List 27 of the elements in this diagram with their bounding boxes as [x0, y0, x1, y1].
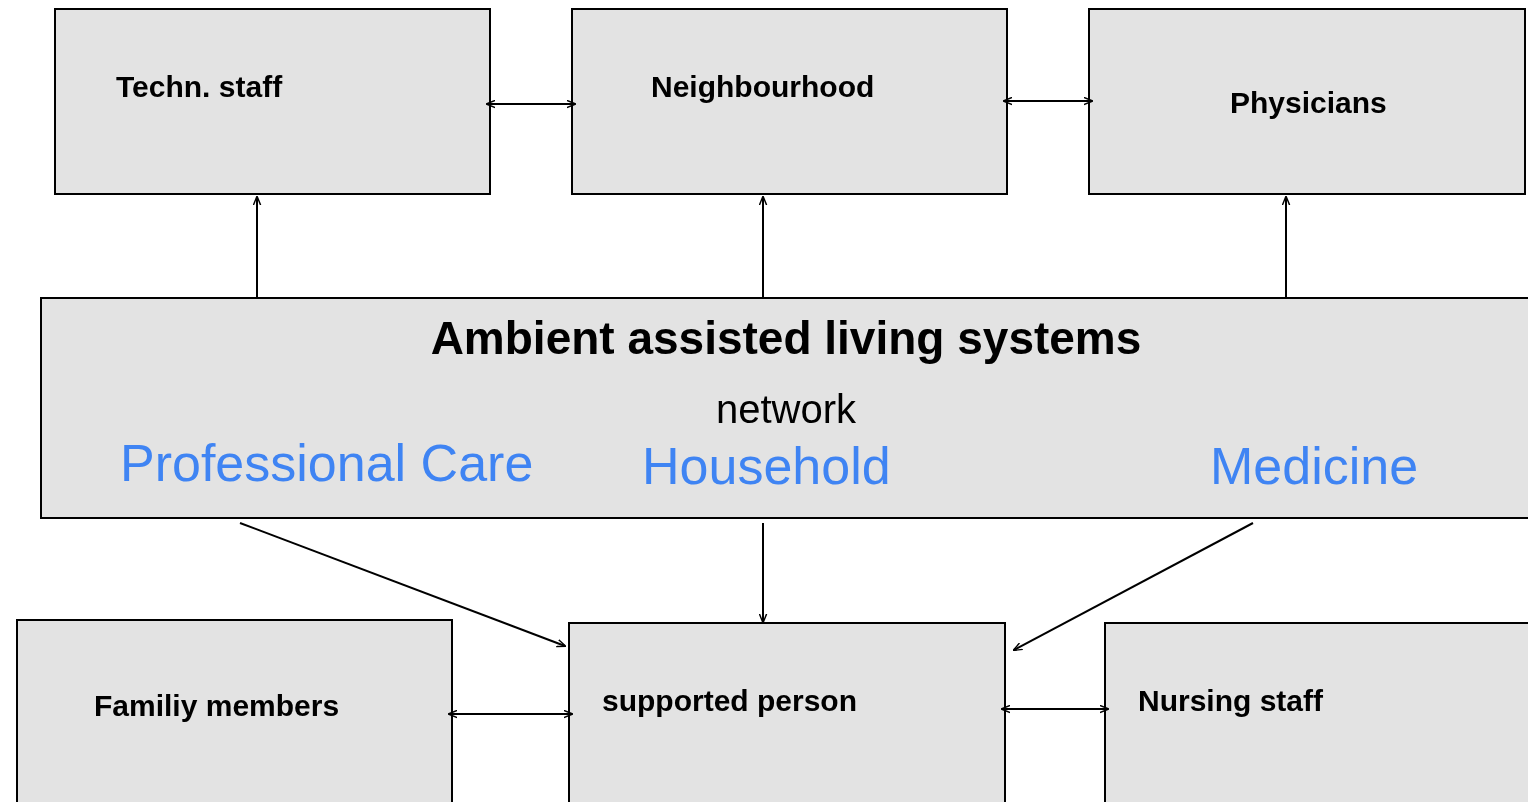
arrow [758, 195, 768, 298]
arrow [252, 195, 262, 298]
arrow [485, 99, 577, 109]
box-label: Familiy members [94, 691, 340, 721]
process-box [568, 622, 1006, 802]
process-box [1104, 622, 1528, 802]
arrow [758, 522, 768, 624]
arrow [239, 522, 567, 648]
arrow [1012, 522, 1254, 652]
arrow [1000, 704, 1110, 714]
arrow [1281, 195, 1291, 298]
box-label: supported person [602, 686, 857, 716]
category-label: Professional Care [120, 437, 534, 489]
process-box [16, 619, 453, 802]
process-box [571, 8, 1008, 195]
process-box [40, 297, 1528, 519]
process-box [54, 8, 491, 195]
box-label: Neighbourhood [651, 72, 875, 102]
arrow [447, 709, 574, 719]
box-label: Nursing staff [1138, 686, 1323, 716]
box-label: Physicians [1230, 88, 1387, 118]
category-label: Medicine [1210, 440, 1419, 492]
category-label: Household [642, 440, 891, 492]
process-box [1088, 8, 1526, 195]
arrow [1002, 96, 1094, 106]
box-subtitle: network [714, 389, 858, 429]
box-label: Techn. staff [116, 72, 283, 102]
